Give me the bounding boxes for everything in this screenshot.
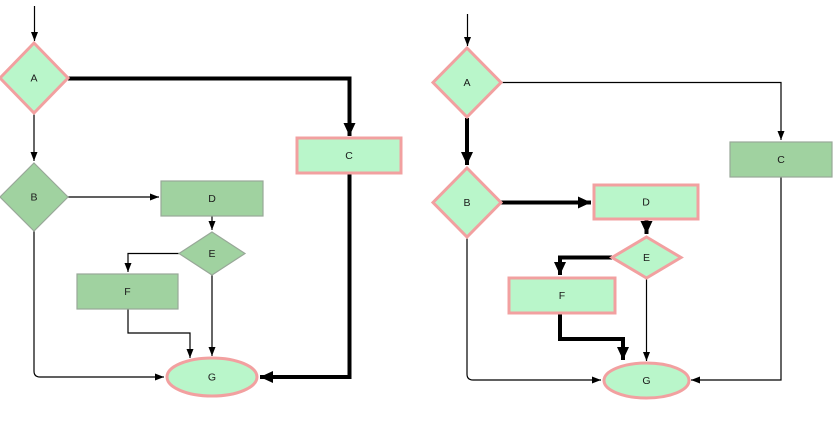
left-node-f-shape[interactable] [76,273,179,310]
right-node-g-label: G [642,375,650,387]
left-node-f-label: F [124,286,130,298]
right-node-d[interactable]: D [592,183,700,221]
right-node-b-label: B [463,197,470,209]
left-node-a-label: A [30,73,37,85]
right-node-b[interactable]: B [430,165,504,240]
left-node-c[interactable]: C [295,136,403,175]
left-node-a[interactable]: A [0,40,71,116]
right-node-f-label: F [559,290,565,302]
right-node-e-label: E [643,252,650,264]
left-node-e[interactable]: E [177,231,247,276]
right-node-c-label: C [777,154,785,166]
right-edge-e-to-f[interactable] [554,255,612,276]
right-node-e[interactable]: E [609,235,684,280]
right-node-a[interactable]: A [430,45,504,120]
left-node-g[interactable]: G [165,356,259,398]
right-node-f-shape[interactable] [507,276,617,315]
right-node-a-label: A [463,77,470,89]
right-node-g[interactable]: G [602,361,691,400]
right-node-e-shape[interactable] [609,235,684,280]
left-edge-c-to-g[interactable] [260,173,352,383]
right-node-f[interactable]: F [507,276,617,315]
left-node-e-shape[interactable] [177,231,247,276]
left-node-b[interactable]: B [0,162,69,232]
left-node-d-label: D [208,193,216,205]
right-node-c-shape[interactable] [729,141,833,178]
left-node-d[interactable]: D [160,180,264,217]
right-edge-a-to-c[interactable] [501,81,785,141]
right-node-d-shape[interactable] [592,183,700,221]
right-node-g-shape[interactable] [602,361,691,400]
left-edge-f-to-g[interactable] [127,309,194,358]
right-node-c[interactable]: C [729,141,833,178]
left-node-d-shape[interactable] [160,180,264,217]
left-node-b-label: B [30,192,37,204]
left-edge-a-to-c[interactable] [68,76,356,137]
left-edge-e-to-f[interactable] [124,252,179,273]
right-edge-c-to-g[interactable] [691,177,782,384]
left-node-f[interactable]: F [76,273,179,310]
right-node-d-label: D [642,197,650,209]
left-node-b-shape[interactable] [0,162,69,232]
right-node-a-shape[interactable] [430,45,504,120]
left-node-g-shape[interactable] [165,356,259,398]
flowchart-right: A B C D E F G [430,14,833,400]
right-edge-f-to-g[interactable] [558,313,629,360]
right-edge-b-to-g[interactable] [466,237,601,384]
left-node-c-label: C [345,150,353,162]
left-node-c-shape[interactable] [295,136,403,175]
flowchart-left: A B C D E F G [0,6,403,398]
left-node-e-label: E [208,248,215,260]
left-node-g-label: G [208,372,216,384]
left-edge-b-to-g[interactable] [33,231,164,381]
left-node-a-shape[interactable] [0,40,71,116]
right-node-b-shape[interactable] [430,165,504,240]
